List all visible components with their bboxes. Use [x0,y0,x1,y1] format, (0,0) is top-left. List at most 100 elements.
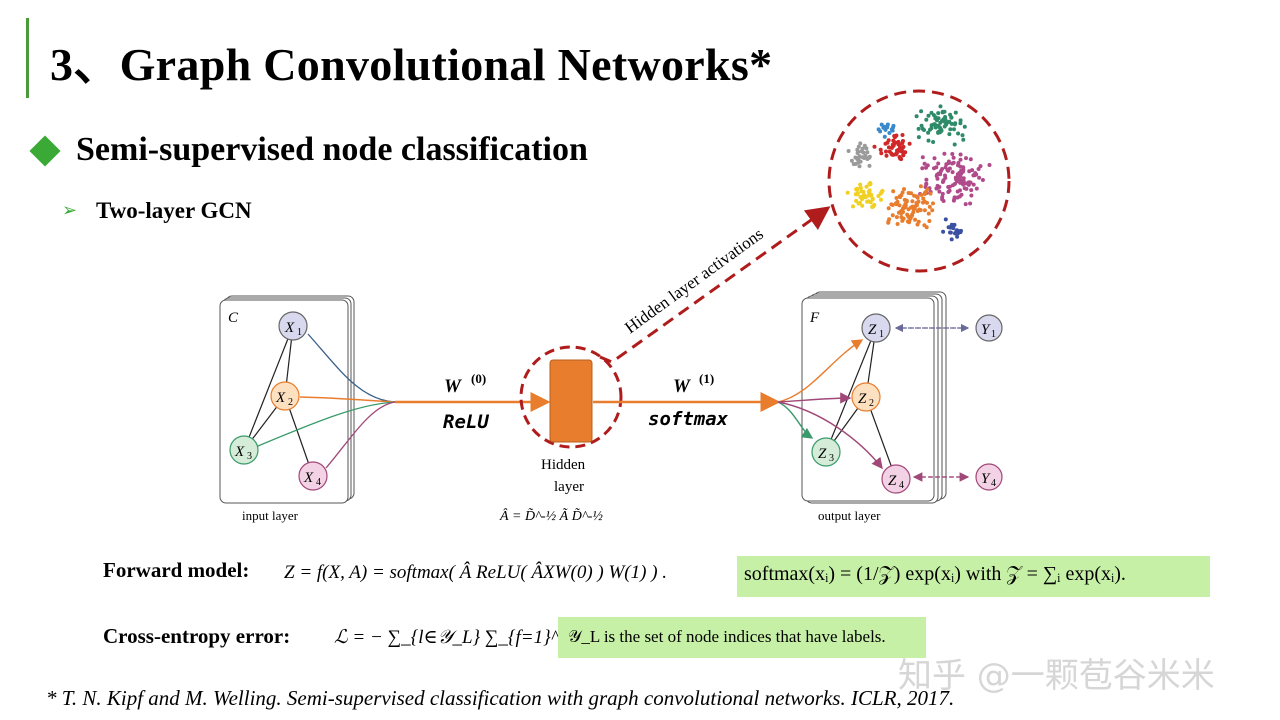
scatter-point [916,126,921,131]
scatter-point [974,172,979,177]
svg-text:4: 4 [899,480,904,491]
scatter-point [930,208,935,213]
scatter-point [946,185,951,189]
scatter-point [922,161,927,166]
labels-definition-box: 𝒴_L is the set of node indices that have… [558,617,926,658]
scatter-point [940,110,945,115]
scatter-point [941,178,946,183]
scatter-point [956,131,961,136]
scatter-point [851,204,855,209]
scatter-point [900,133,905,137]
scatter-point [886,138,891,143]
scatter-point [948,230,953,235]
scatter-point [885,122,890,127]
scatter-point [958,152,963,157]
scatter-point [855,147,860,152]
scatter-point [908,205,913,210]
scatter-point [974,186,979,191]
scatter-point [894,201,898,206]
scatter-point [901,153,906,158]
scatter-point [968,201,973,206]
scatter-point [942,124,947,129]
scatter-point [952,127,956,132]
scatter-point [962,124,967,129]
watermark: 知乎 @一颗苞谷米米 [898,656,1215,696]
scatter-point [943,165,948,170]
svg-text:Z: Z [858,391,867,407]
scatter-point [936,171,941,176]
scatter-point [890,203,895,207]
scatter-point [926,138,931,143]
scatter-point [894,196,899,200]
scatter-point [932,122,937,127]
scatter-point [897,203,902,208]
scatter-point [858,159,863,164]
scatter-point [867,188,872,193]
hidden-layer-block [549,359,593,443]
scatter-point [867,163,872,168]
scatter-point [943,217,948,222]
scatter-point [915,209,920,213]
scatter-point [891,152,896,157]
scatter-point [878,129,883,134]
scatter-point [914,194,919,199]
hidden-highlight-circle [519,345,623,449]
scatter-point [932,156,937,161]
scatter-point [856,201,861,206]
scatter-point [951,160,956,165]
scatter-point [920,155,925,160]
scatter-point [964,156,968,161]
scatter-point [963,202,968,207]
scatter-point [943,173,947,178]
scatter-point [861,195,866,199]
scatter-point [926,113,931,118]
edge-out-z4 [777,401,883,470]
a-hat-equation: Â = D̃^-½ Ã D̃^-½ [499,507,603,524]
svg-text:4: 4 [991,478,996,489]
svg-text:1: 1 [879,329,884,340]
softmax-label: softmax [648,408,729,430]
arrow-bullet-icon: ➢ [62,200,78,220]
scatter-point [971,182,976,187]
scatter-point [889,127,894,132]
scatter-point [857,164,862,169]
hidden-label-1: Hidden [541,457,586,473]
scatter-point [977,175,982,180]
scatter-point [929,126,934,131]
scatter-point [956,229,961,233]
scatter-point [931,140,936,144]
scatter-point [936,123,941,128]
scatter-point [952,222,957,227]
scatter-point [936,111,941,116]
svg-text:3: 3 [829,453,834,464]
scatter-point [884,149,888,154]
scatter-point [908,214,913,219]
scatter-point [895,222,900,226]
scatter-point [916,199,921,204]
scatter-point [966,181,971,186]
scatter-point [894,215,899,220]
scatter-point [950,152,955,156]
relu-label: ReLU [443,411,489,433]
scatter-point [932,166,936,171]
scatter-point [886,220,891,225]
scatter-point [868,200,873,205]
edge-x1-out [307,333,396,403]
scatter-point [886,145,891,150]
scatter-point [914,114,919,119]
scatter-point [861,150,866,155]
scatter-point [955,234,960,239]
scatter-point [922,128,926,132]
scatter-point [916,219,921,224]
scatter-point [896,210,901,215]
activations-arrow [599,206,831,364]
edge-out-z2 [777,392,852,404]
scatter-point [890,213,895,218]
scatter-point [849,158,854,163]
scatter-point [933,116,938,121]
